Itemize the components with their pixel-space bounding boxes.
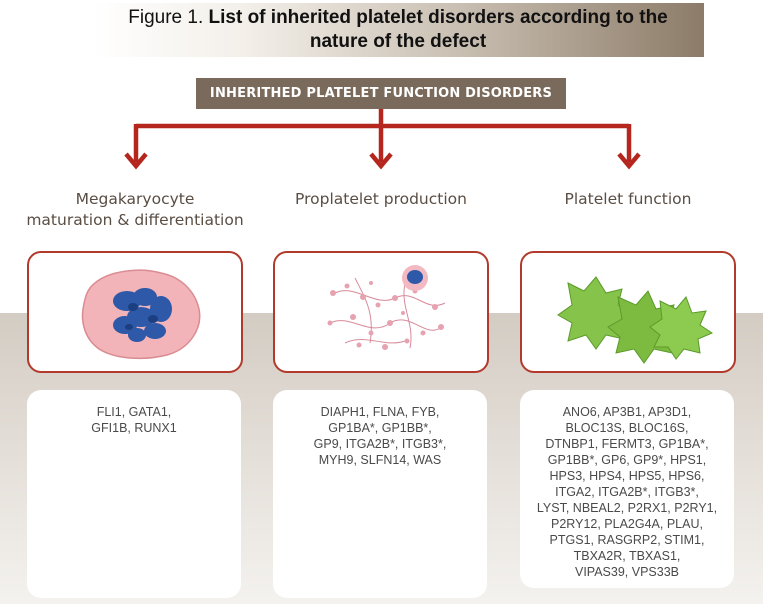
activated-platelets-icon bbox=[557, 276, 714, 364]
root-category-box: INHERITHED PLATELET FUNCTION DISORDERS bbox=[196, 78, 566, 109]
megakaryocyte-cell-icon bbox=[81, 269, 201, 360]
figure-title-line-2: nature of the defect bbox=[309, 31, 487, 52]
gene-line: GP1BB*, GP6, GP9*, HPS1, bbox=[547, 453, 707, 467]
gene-line: LYST, NBEAL2, P2RX1, P2RY1, bbox=[536, 501, 718, 515]
megakaryocyte-image-card bbox=[27, 251, 243, 373]
gene-list: FLI1, GATA1, GFI1B, RUNX1 bbox=[27, 390, 241, 436]
figure-title-line-1: List of inherited platelet disorders acc… bbox=[208, 7, 668, 28]
gene-line: BLOC13S, BLOC16S, bbox=[565, 421, 689, 435]
connector-arrows bbox=[124, 109, 641, 170]
gene-line: ITGA2, ITGA2B*, ITGB3*, bbox=[555, 485, 699, 499]
gene-list-card-megakaryocyte: FLI1, GATA1, GFI1B, RUNX1 bbox=[27, 390, 241, 598]
proplatelet-formation-icon bbox=[327, 265, 446, 350]
gene-list-card-platelet-function: ANO6, AP3B1, AP3D1, BLOC13S, BLOC16S, DTNB… bbox=[520, 390, 734, 588]
gene-line: P2RY12, PLA2G4A, PLAU, bbox=[551, 517, 703, 531]
gene-line: GP1BA*, GP1BB*, bbox=[328, 421, 432, 435]
gene-list-card-proplatelet: DIAPH1, FLNA, FYB, GP1BA*, GP1BB*, GP9, IT… bbox=[273, 390, 487, 598]
root-category-label: INHERITHED PLATELET FUNCTION DISORDERS bbox=[209, 86, 553, 101]
gene-line: MYH9, SLFN14, WAS bbox=[318, 453, 442, 467]
gene-line: TBXA2R, TBXAS1, bbox=[573, 549, 681, 563]
arrow-left-head bbox=[124, 152, 148, 170]
gene-line: HPS3, HPS4, HPS5, HPS6, bbox=[549, 469, 705, 483]
figure-title: Figure 1. List of inherited platelet dis… bbox=[92, 6, 704, 54]
gene-list: DIAPH1, FLNA, FYB, GP1BA*, GP1BB*, GP9, IT… bbox=[273, 390, 487, 468]
category-title-line: Proplatelet production bbox=[295, 190, 467, 208]
category-title-line: maturation & differentiation bbox=[26, 211, 244, 229]
gene-list: ANO6, AP3B1, AP3D1, BLOC13S, BLOC16S, DTNB… bbox=[520, 390, 734, 580]
gene-line: GFI1B, RUNX1 bbox=[91, 421, 177, 435]
category-title-megakaryocyte: Megakaryocyte maturation & differentiati… bbox=[10, 189, 260, 231]
category-title-line: Megakaryocyte bbox=[75, 190, 195, 208]
gene-line: GP9, ITGA2B*, ITGB3*, bbox=[313, 437, 447, 451]
gene-line: DTNBP1, FERMT3, GP1BA*, bbox=[545, 437, 709, 451]
gene-line: FLI1, GATA1, bbox=[96, 405, 172, 419]
title-banner bbox=[92, 3, 704, 57]
gene-line: ANO6, AP3B1, AP3D1, bbox=[562, 405, 692, 419]
gene-line: VIPAS39, VPS33B bbox=[575, 565, 679, 579]
gene-line: PTGS1, RASGRP2, STIM1, bbox=[549, 533, 705, 547]
proplatelet-image-card bbox=[273, 251, 489, 373]
arrow-center-head bbox=[369, 152, 393, 170]
category-title-line: Platelet function bbox=[564, 190, 692, 208]
gene-line: DIAPH1, FLNA, FYB, bbox=[320, 405, 440, 419]
platelet-function-image-card bbox=[520, 251, 736, 373]
category-title-proplatelet: Proplatelet production bbox=[256, 189, 506, 210]
category-title-platelet-function: Platelet function bbox=[503, 189, 753, 210]
figure-label: Figure 1. bbox=[128, 7, 204, 28]
arrow-right-head bbox=[617, 152, 641, 170]
